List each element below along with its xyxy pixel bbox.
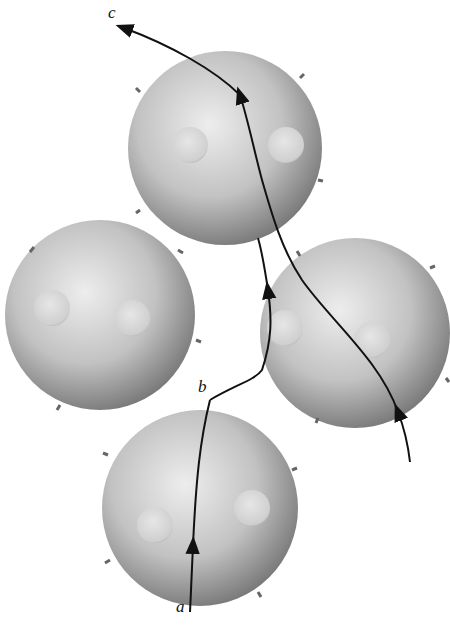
point-label: b [198,378,207,395]
point-label: c [108,4,116,21]
path-line [190,238,270,612]
path-line [124,28,410,462]
top-subunit [128,51,323,245]
left-subunit [5,220,201,410]
point-label: a [176,598,185,615]
right-subunit [260,238,450,428]
bottom-subunit [102,410,298,606]
